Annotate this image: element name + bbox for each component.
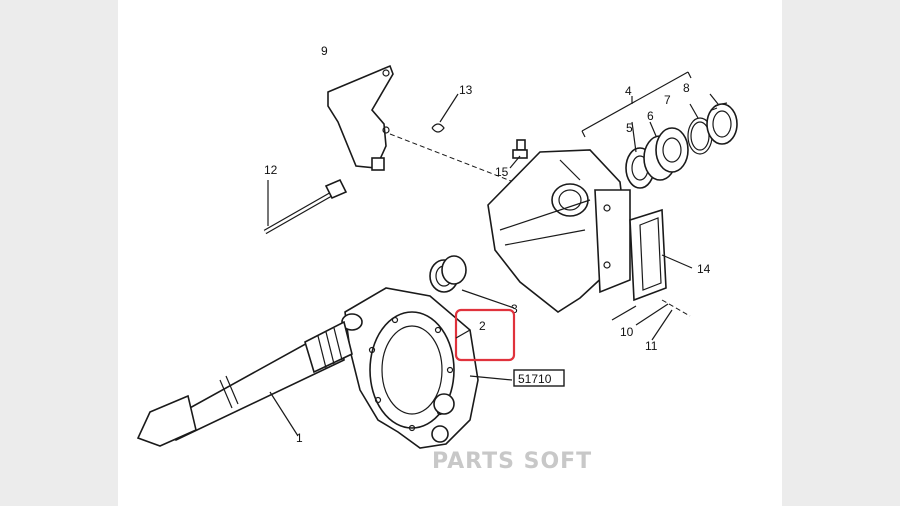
callout-9: 9 (321, 44, 328, 58)
callout-11: 11 (645, 339, 658, 353)
callout-2: 2 (479, 319, 486, 333)
callout-3: 3 (511, 302, 518, 316)
callout-10: 10 (620, 325, 634, 339)
callout-15: 15 (495, 165, 509, 179)
part-bearing-6 (643, 127, 689, 181)
part-housing (487, 149, 631, 313)
callout-7: 7 (664, 93, 671, 107)
part-flange-housing (341, 287, 513, 449)
part-seal-ring-3 (429, 255, 515, 309)
group-bracket-10-11 (611, 299, 691, 341)
part-gasket (629, 208, 693, 302)
part-fitting (509, 139, 528, 169)
watermark: PARTS SOFT (432, 449, 592, 474)
group-bracket-4 (581, 71, 719, 153)
part-splined-shaft (136, 320, 353, 447)
callout-13: 13 (459, 83, 473, 97)
part-number-label: 51710 (518, 372, 552, 386)
callout-8: 8 (683, 81, 690, 95)
callout-4: 4 (625, 84, 632, 98)
part-clip (431, 93, 459, 133)
callout-5: 5 (626, 121, 633, 135)
part-number-box: 51710 (513, 369, 565, 387)
part-bearing-8 (706, 102, 738, 145)
callout-1: 1 (296, 431, 303, 445)
callout-12: 12 (264, 163, 278, 177)
highlight-callout-2: 2 (454, 308, 516, 362)
callout-14: 14 (697, 262, 711, 276)
callout-6: 6 (647, 109, 654, 123)
part-long-bolt (263, 178, 348, 235)
part-bracket-plate (327, 64, 561, 201)
